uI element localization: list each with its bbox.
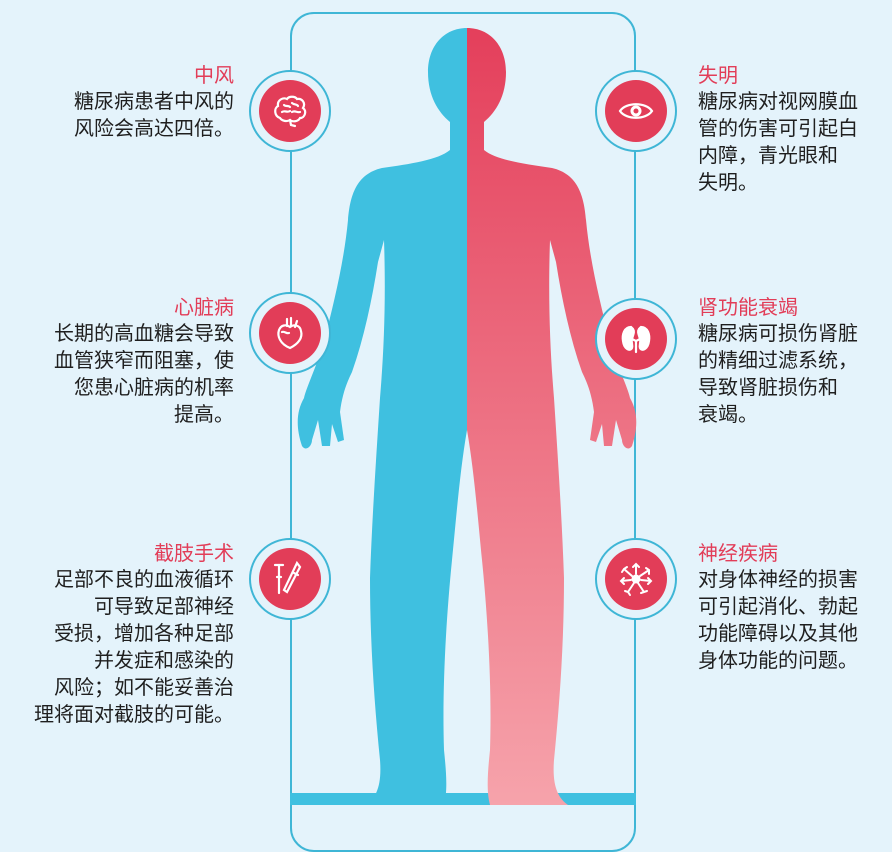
amputation-icon-ring	[249, 538, 331, 620]
amputation-desc-line: 受损，增加各种足部	[54, 621, 234, 645]
blindness-block: 失明 糖尿病对视网膜血 管的伤害可引起白 内障，青光眼和 失明。	[698, 62, 858, 196]
nerve-block: 神经疾病 对身体神经的损害 可引起消化、勃起 功能障碍以及其他 身体功能的问题。	[698, 540, 858, 674]
heart-block: 心脏病 长期的高血糖会导致 血管狭窄而阻塞，使 您患心脏病的机率 提高。	[54, 294, 234, 428]
amputation-desc-line: 可导致足部神经	[94, 594, 234, 618]
kidney-desc-line: 导致肾脏损伤和	[698, 375, 838, 399]
neuron-icon	[619, 562, 653, 596]
stroke-block: 中风 糖尿病患者中风的 风险会高达四倍。	[74, 62, 234, 142]
blindness-desc-line: 内障，青光眼和	[698, 143, 838, 167]
heart-desc-line: 长期的高血糖会导致	[54, 321, 234, 345]
stroke-desc-line: 糖尿病患者中风的	[74, 89, 234, 113]
blindness-icon-ring	[595, 70, 677, 152]
heart-desc-line: 您患心脏病的机率	[74, 375, 234, 399]
kidney-icon-ring	[595, 298, 677, 380]
amputation-desc-line: 足部不良的血液循环	[54, 567, 234, 591]
stroke-icon-ring	[249, 70, 331, 152]
heart-icon	[277, 316, 303, 350]
amputation-title: 截肢手术	[154, 541, 234, 565]
kidney-desc-line: 的精细过滤系统，	[698, 348, 858, 372]
amputation-desc-line: 风险；如不能妥善治	[54, 675, 234, 699]
blindness-title: 失明	[698, 63, 738, 87]
kidney-block: 肾功能衰竭 糖尿病可损伤肾脏 的精细过滤系统， 导致肾脏损伤和 衰竭。	[698, 294, 858, 428]
stroke-title: 中风	[194, 63, 234, 87]
heart-icon-ring	[249, 292, 331, 374]
nerve-desc-line: 可引起消化、勃起	[698, 594, 858, 618]
nerve-desc-line: 功能障碍以及其他	[698, 621, 858, 645]
kidney-desc-line: 糖尿病可损伤肾脏	[698, 321, 858, 345]
crutches-icon	[273, 560, 302, 595]
nerve-icon-ring	[595, 538, 677, 620]
nerve-desc-line: 身体功能的问题。	[698, 648, 858, 672]
kidney-icon	[621, 325, 651, 354]
blindness-desc-line: 失明。	[698, 170, 758, 194]
amputation-desc-line: 并发症和感染的	[94, 648, 234, 672]
stroke-desc-line: 风险会高达四倍。	[74, 116, 234, 140]
eye-icon	[618, 103, 654, 119]
heart-title: 心脏病	[174, 295, 234, 319]
brain-icon	[274, 95, 307, 128]
amputation-block: 截肢手术 足部不良的血液循环 可导致足部神经 受损，增加各种足部 并发症和感染的…	[34, 540, 234, 728]
blindness-desc-line: 糖尿病对视网膜血	[698, 89, 858, 113]
heart-desc-line: 提高。	[174, 402, 234, 426]
heart-desc-line: 血管狭窄而阻塞，使	[54, 348, 234, 372]
body-right-half	[467, 28, 637, 805]
nerve-desc-line: 对身体神经的损害	[698, 567, 858, 591]
nerve-title: 神经疾病	[698, 541, 778, 565]
amputation-desc-line: 理将面对截肢的可能。	[34, 702, 234, 726]
kidney-title: 肾功能衰竭	[698, 295, 798, 319]
kidney-desc-line: 衰竭。	[698, 402, 758, 426]
blindness-desc-line: 管的伤害可引起白	[698, 116, 858, 140]
